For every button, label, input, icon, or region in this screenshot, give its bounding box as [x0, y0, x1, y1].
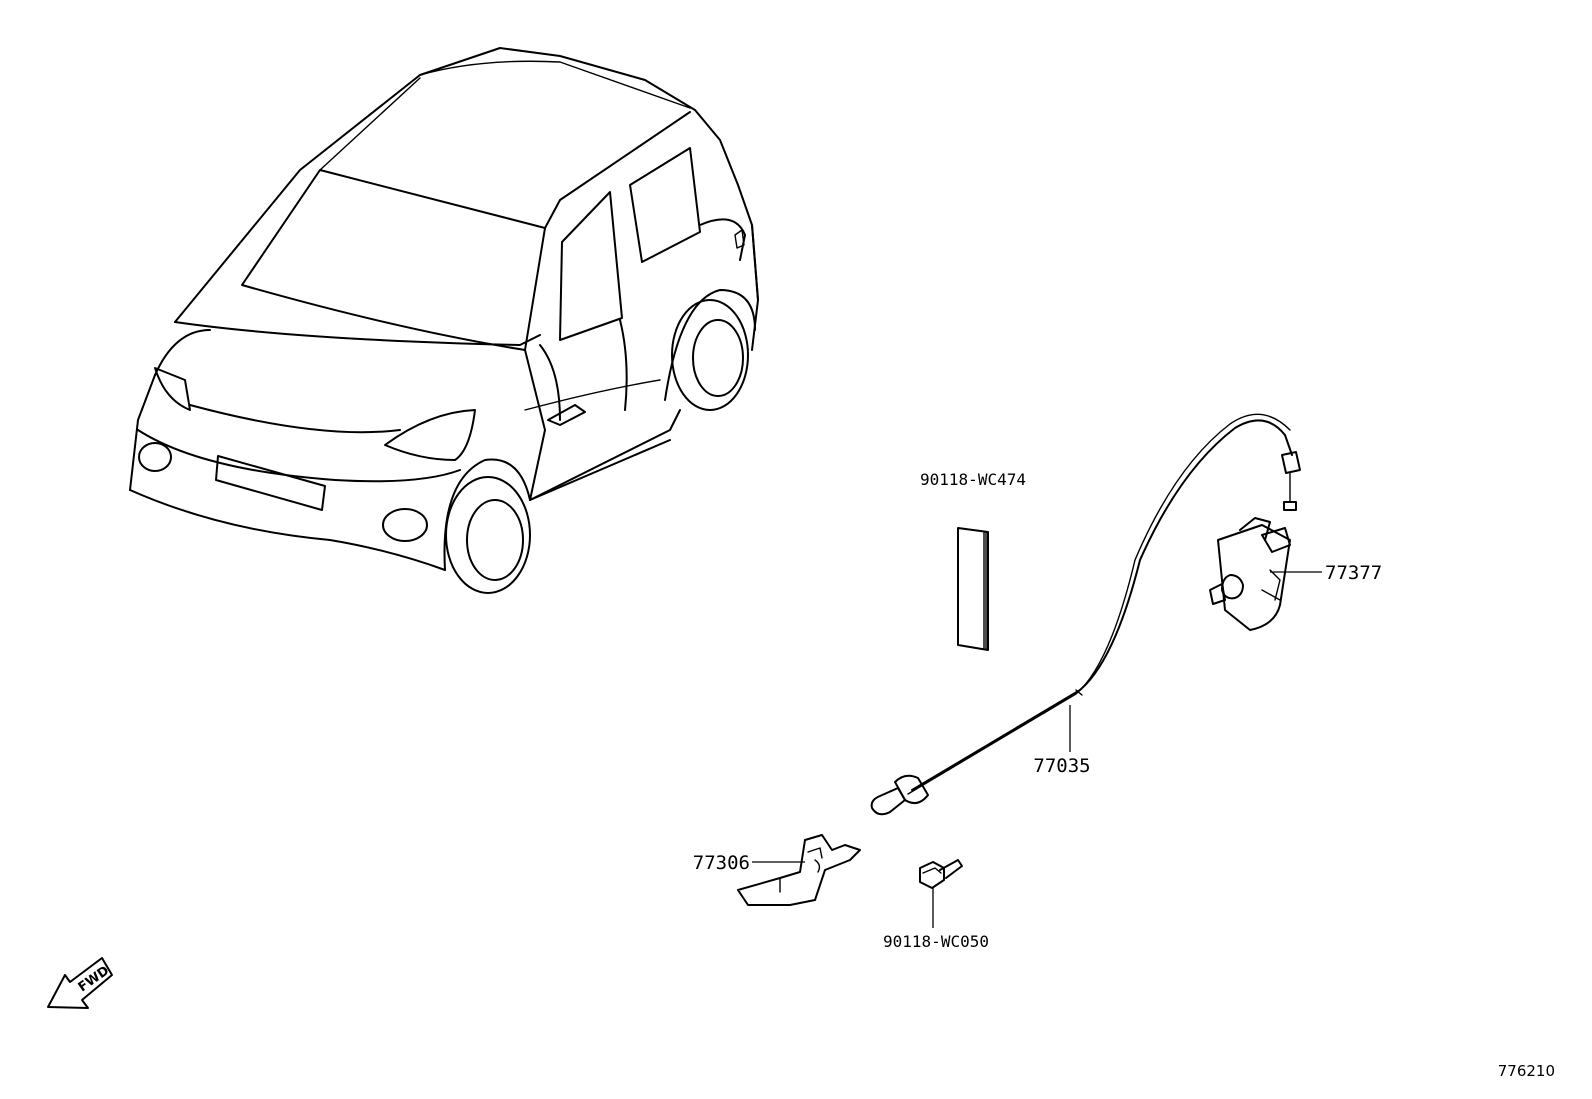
- part-90118-wc474-label-sheet: [957, 527, 989, 651]
- label-90118-wc474: 90118-WC474: [920, 470, 1026, 489]
- fwd-arrow-icon: FWD: [47, 957, 113, 1009]
- label-77306: 77306: [693, 852, 750, 874]
- part-90118-wc050-bolt: [919, 859, 963, 889]
- label-77377: 77377: [1325, 562, 1382, 584]
- label-77035: 77035: [1033, 755, 1090, 777]
- label-90118-wc050: 90118-WC050: [883, 932, 989, 951]
- vehicle-illustration: [129, 47, 759, 594]
- figure-number: 776210: [1498, 1062, 1555, 1080]
- part-77035-release-cable: [870, 413, 1301, 816]
- part-77377-fuel-lid-latch: [1209, 517, 1291, 631]
- part-77306-bracket: [737, 834, 861, 906]
